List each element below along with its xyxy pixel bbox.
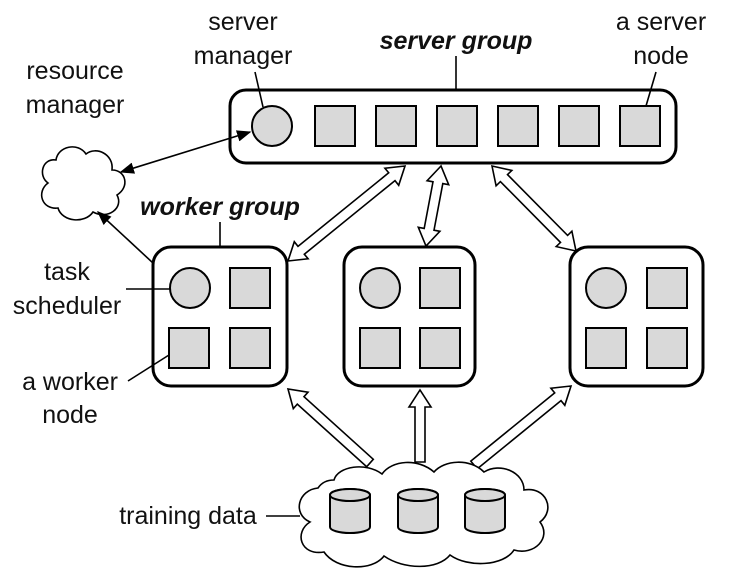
worker-group: [568, 245, 705, 388]
task-scheduler-node: [169, 267, 211, 309]
task-scheduler-label-line1: task: [44, 258, 90, 286]
data-feed-arrow: [286, 388, 375, 468]
worker-node: [168, 327, 210, 369]
server-node-label-line2: node: [633, 42, 689, 70]
task-scheduler-label-line2: scheduler: [13, 292, 121, 320]
worker-group: [342, 245, 477, 388]
worker-node: [229, 267, 271, 309]
server-group: [228, 88, 678, 165]
worker-node: [419, 267, 461, 309]
worker-node: [229, 327, 271, 369]
training-data-label: training data: [119, 502, 257, 530]
server-worker-sync-arrow: [286, 165, 407, 262]
worker-node: [419, 327, 461, 369]
server-worker-sync-arrow: [416, 164, 451, 248]
worker-node-label-line1: a worker: [22, 368, 118, 396]
training-data-disks: [329, 488, 506, 534]
fat-arrows: [286, 164, 578, 471]
worker-node: [359, 327, 401, 369]
server-node: [436, 105, 478, 147]
worker-node-label-line2: node: [42, 401, 98, 429]
server-node-leader: [645, 71, 657, 107]
server-node: [558, 105, 600, 147]
worker-node: [585, 327, 627, 369]
data-disk-top: [397, 488, 439, 502]
server-to-resource-manager-arrow: [119, 130, 252, 174]
server-node: [314, 105, 356, 147]
server-node: [619, 105, 661, 147]
server-worker-sync-arrow: [490, 164, 578, 253]
worker-group-title: worker group: [140, 193, 300, 221]
server-manager-label-line1: server: [208, 8, 277, 36]
server-manager-node: [251, 105, 293, 147]
task-scheduler-node: [585, 267, 627, 309]
worker-node: [646, 267, 688, 309]
resource-manager-label-line1: resource: [26, 57, 123, 85]
server-manager-label-line2: manager: [194, 42, 293, 70]
server-manager-leader: [254, 71, 264, 108]
worker-node: [646, 327, 688, 369]
data-feed-arrow: [407, 388, 433, 463]
data-feed-arrow: [469, 385, 573, 471]
data-disk-top: [329, 488, 371, 502]
server-node: [375, 105, 417, 147]
worker-node-leader: [127, 354, 170, 382]
server-group-title: server group: [380, 27, 533, 55]
resource-manager-cloud: [40, 146, 126, 221]
server-node-label-line1: a server: [616, 8, 706, 36]
worker-group: [151, 245, 289, 388]
server-node: [497, 105, 539, 147]
task-scheduler-node: [359, 267, 401, 309]
resource-manager-label-line2: manager: [26, 91, 125, 119]
data-disk-top: [464, 488, 506, 502]
